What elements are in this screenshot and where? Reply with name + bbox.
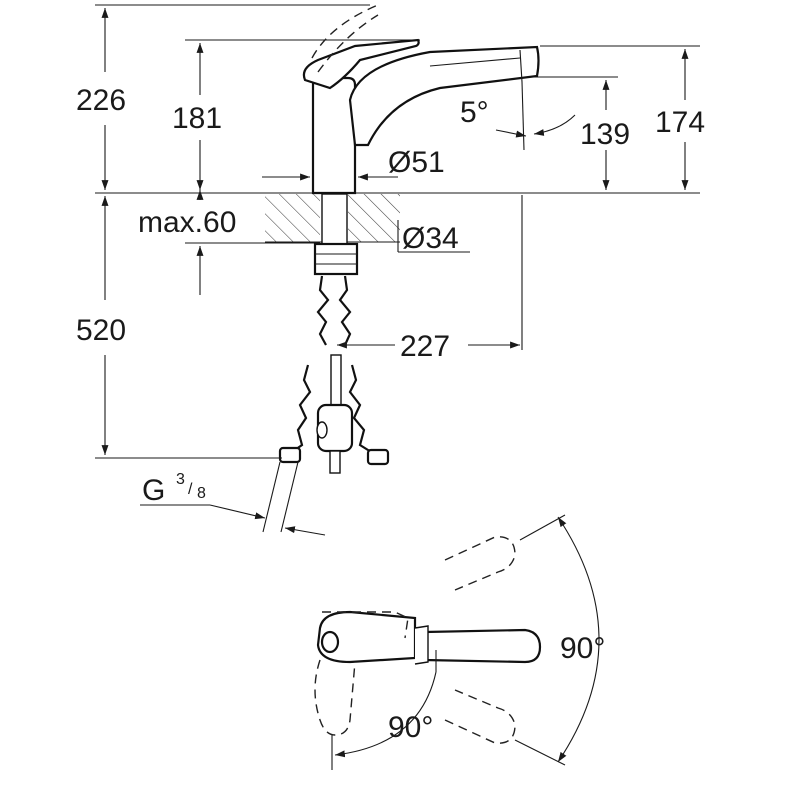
label-outlet-height: 174	[655, 106, 705, 139]
label-total-height: 226	[76, 84, 126, 117]
dim-spout-height: 181	[172, 39, 420, 190]
dim-thread: G 3 / 8	[140, 471, 326, 536]
label-aerator-height: 139	[580, 118, 630, 151]
dim-hole-diameter: Ø34	[397, 220, 470, 255]
faucet-side-view: 5°	[302, 4, 576, 195]
dim-hose-length: 520	[76, 196, 282, 459]
countertop-section	[265, 193, 400, 245]
label-thread-numerator: 3	[176, 471, 185, 488]
label-lever-angle: 90°	[388, 711, 433, 744]
dim-aerator-height: 139	[525, 76, 630, 190]
dim-total-height: 226	[76, 4, 370, 190]
dim-body-diameter: Ø51	[262, 146, 445, 181]
label-hose-length: 520	[76, 314, 126, 347]
dim-max-deck: max.60	[138, 190, 320, 295]
label-thread-separator: /	[188, 481, 193, 498]
dim-spout-reach: 227	[337, 195, 523, 363]
hoses-and-connector	[262, 242, 390, 533]
label-hole-diameter: Ø34	[402, 222, 459, 255]
dim-outlet-height: 174	[540, 45, 705, 190]
label-max-deck: max.60	[138, 206, 236, 239]
faucet-top-view: 90° 90°	[314, 514, 605, 770]
label-thread-denominator: 8	[197, 485, 206, 502]
label-spout-height: 181	[172, 102, 222, 135]
label-thread: G	[142, 474, 165, 507]
label-spout-swivel: 90°	[560, 632, 605, 665]
label-body-diameter: Ø51	[388, 146, 445, 179]
label-spout-reach: 227	[400, 330, 450, 363]
label-tilt-angle: 5°	[460, 96, 489, 129]
